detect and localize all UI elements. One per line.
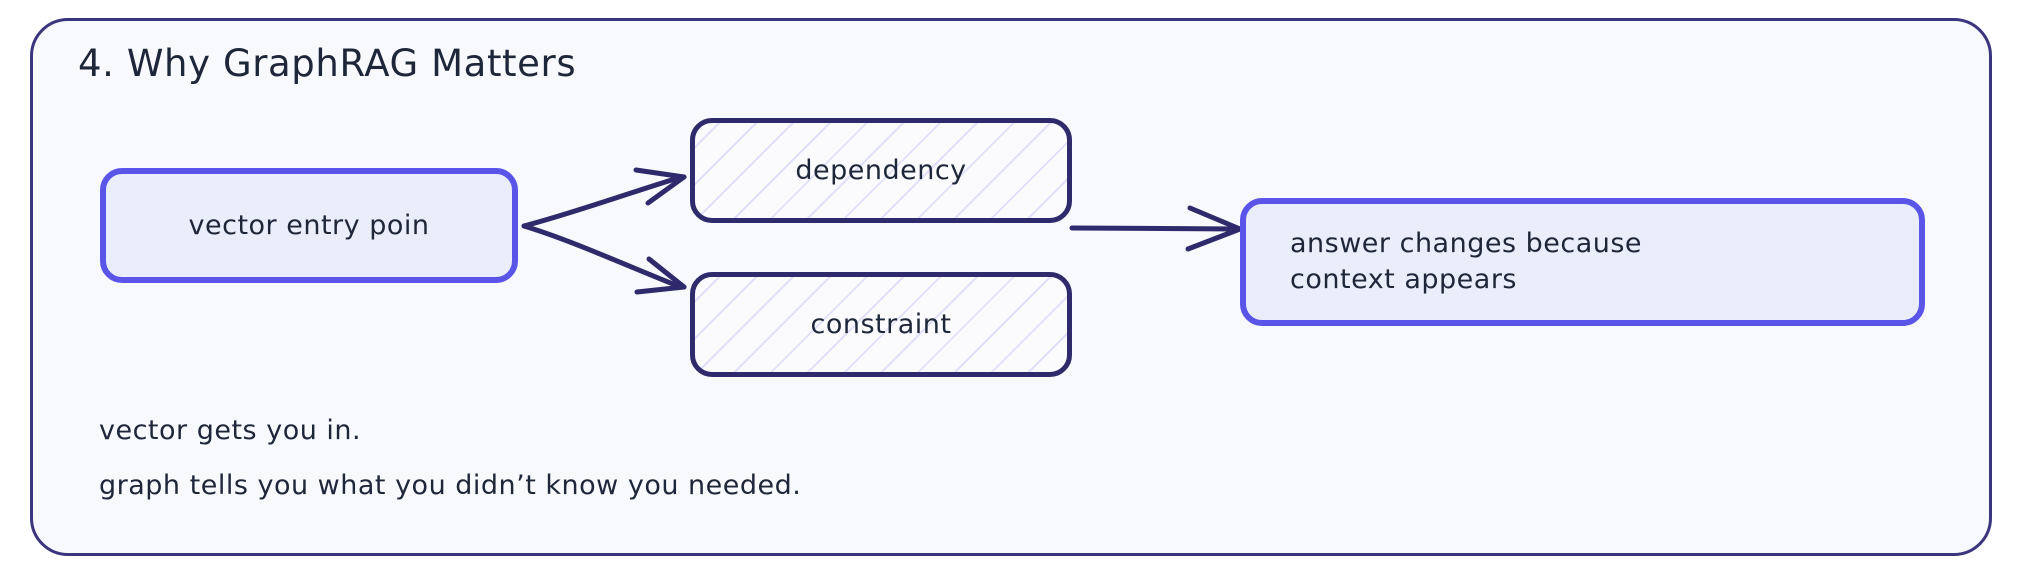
node-answer-changes[interactable]: answer changes because context appears xyxy=(1240,198,1925,326)
caption-line-vector: vector gets you in. xyxy=(99,415,362,446)
node-label: vector entry poin xyxy=(188,209,430,241)
node-label: answer changes because context appears xyxy=(1290,228,1643,295)
page-title: 4. Why GraphRAG Matters xyxy=(78,42,577,85)
node-vector-entry-point[interactable]: vector entry poin xyxy=(100,168,518,283)
node-constraint[interactable]: constraint xyxy=(690,272,1072,377)
node-label: dependency xyxy=(795,154,967,186)
node-label: constraint xyxy=(810,308,952,340)
caption-line-graph: graph tells you what you didn’t know you… xyxy=(99,470,802,501)
node-dependency[interactable]: dependency xyxy=(690,118,1072,223)
